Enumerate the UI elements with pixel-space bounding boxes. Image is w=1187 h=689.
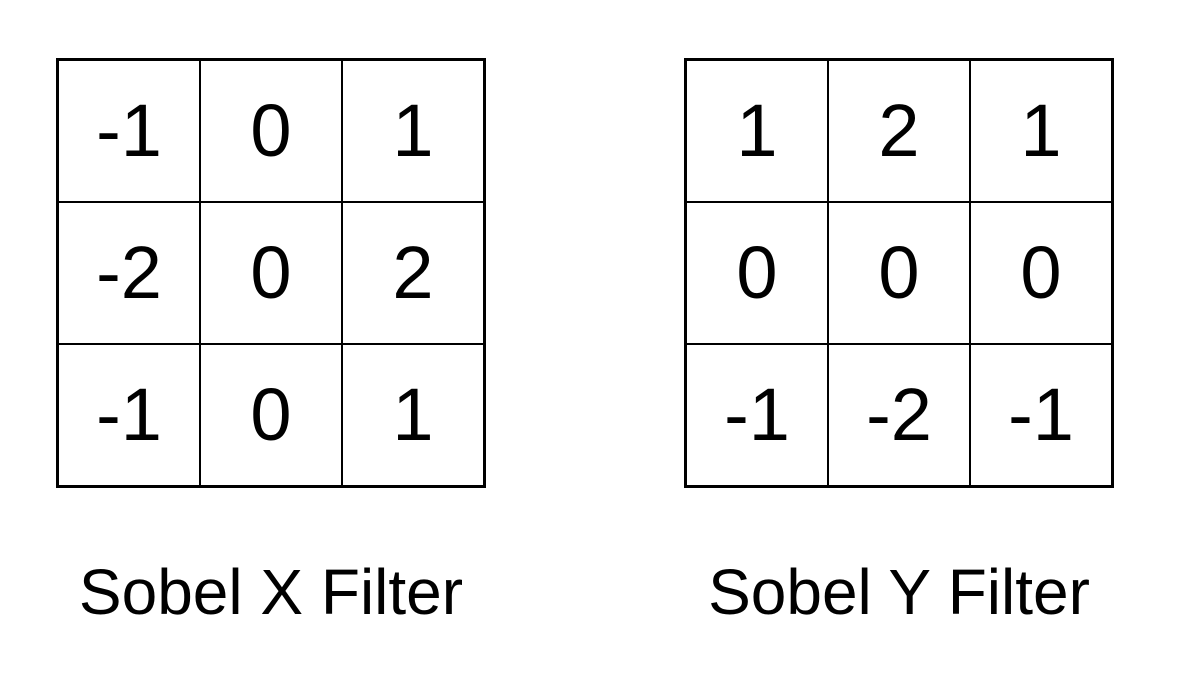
matrix-cell: 0 xyxy=(827,201,971,345)
matrix-cell: 0 xyxy=(199,201,343,345)
matrix-cell: 1 xyxy=(341,59,485,203)
matrix-cell: -2 xyxy=(57,201,201,345)
matrix-cell: -1 xyxy=(57,59,201,203)
sobel-y-matrix: 1 2 1 0 0 0 -1 -2 -1 xyxy=(684,58,1114,488)
sobel-x-caption: Sobel X Filter xyxy=(78,556,464,628)
matrix-cell: 0 xyxy=(969,201,1113,345)
matrix-cell: -2 xyxy=(827,343,971,487)
matrix-cell: 0 xyxy=(199,59,343,203)
sobel-x-matrix: -1 0 1 -2 0 2 -1 0 1 xyxy=(56,58,486,488)
matrix-cell: 0 xyxy=(199,343,343,487)
matrix-cell: 1 xyxy=(685,59,829,203)
matrix-cell: 0 xyxy=(685,201,829,345)
matrix-cell: 1 xyxy=(969,59,1113,203)
sobel-y-caption: Sobel Y Filter xyxy=(708,556,1090,628)
matrix-cell: -1 xyxy=(685,343,829,487)
matrix-cell: -1 xyxy=(57,343,201,487)
matrix-cell: 2 xyxy=(341,201,485,345)
matrix-cell: 1 xyxy=(341,343,485,487)
matrix-cell: 2 xyxy=(827,59,971,203)
matrix-cell: -1 xyxy=(969,343,1113,487)
